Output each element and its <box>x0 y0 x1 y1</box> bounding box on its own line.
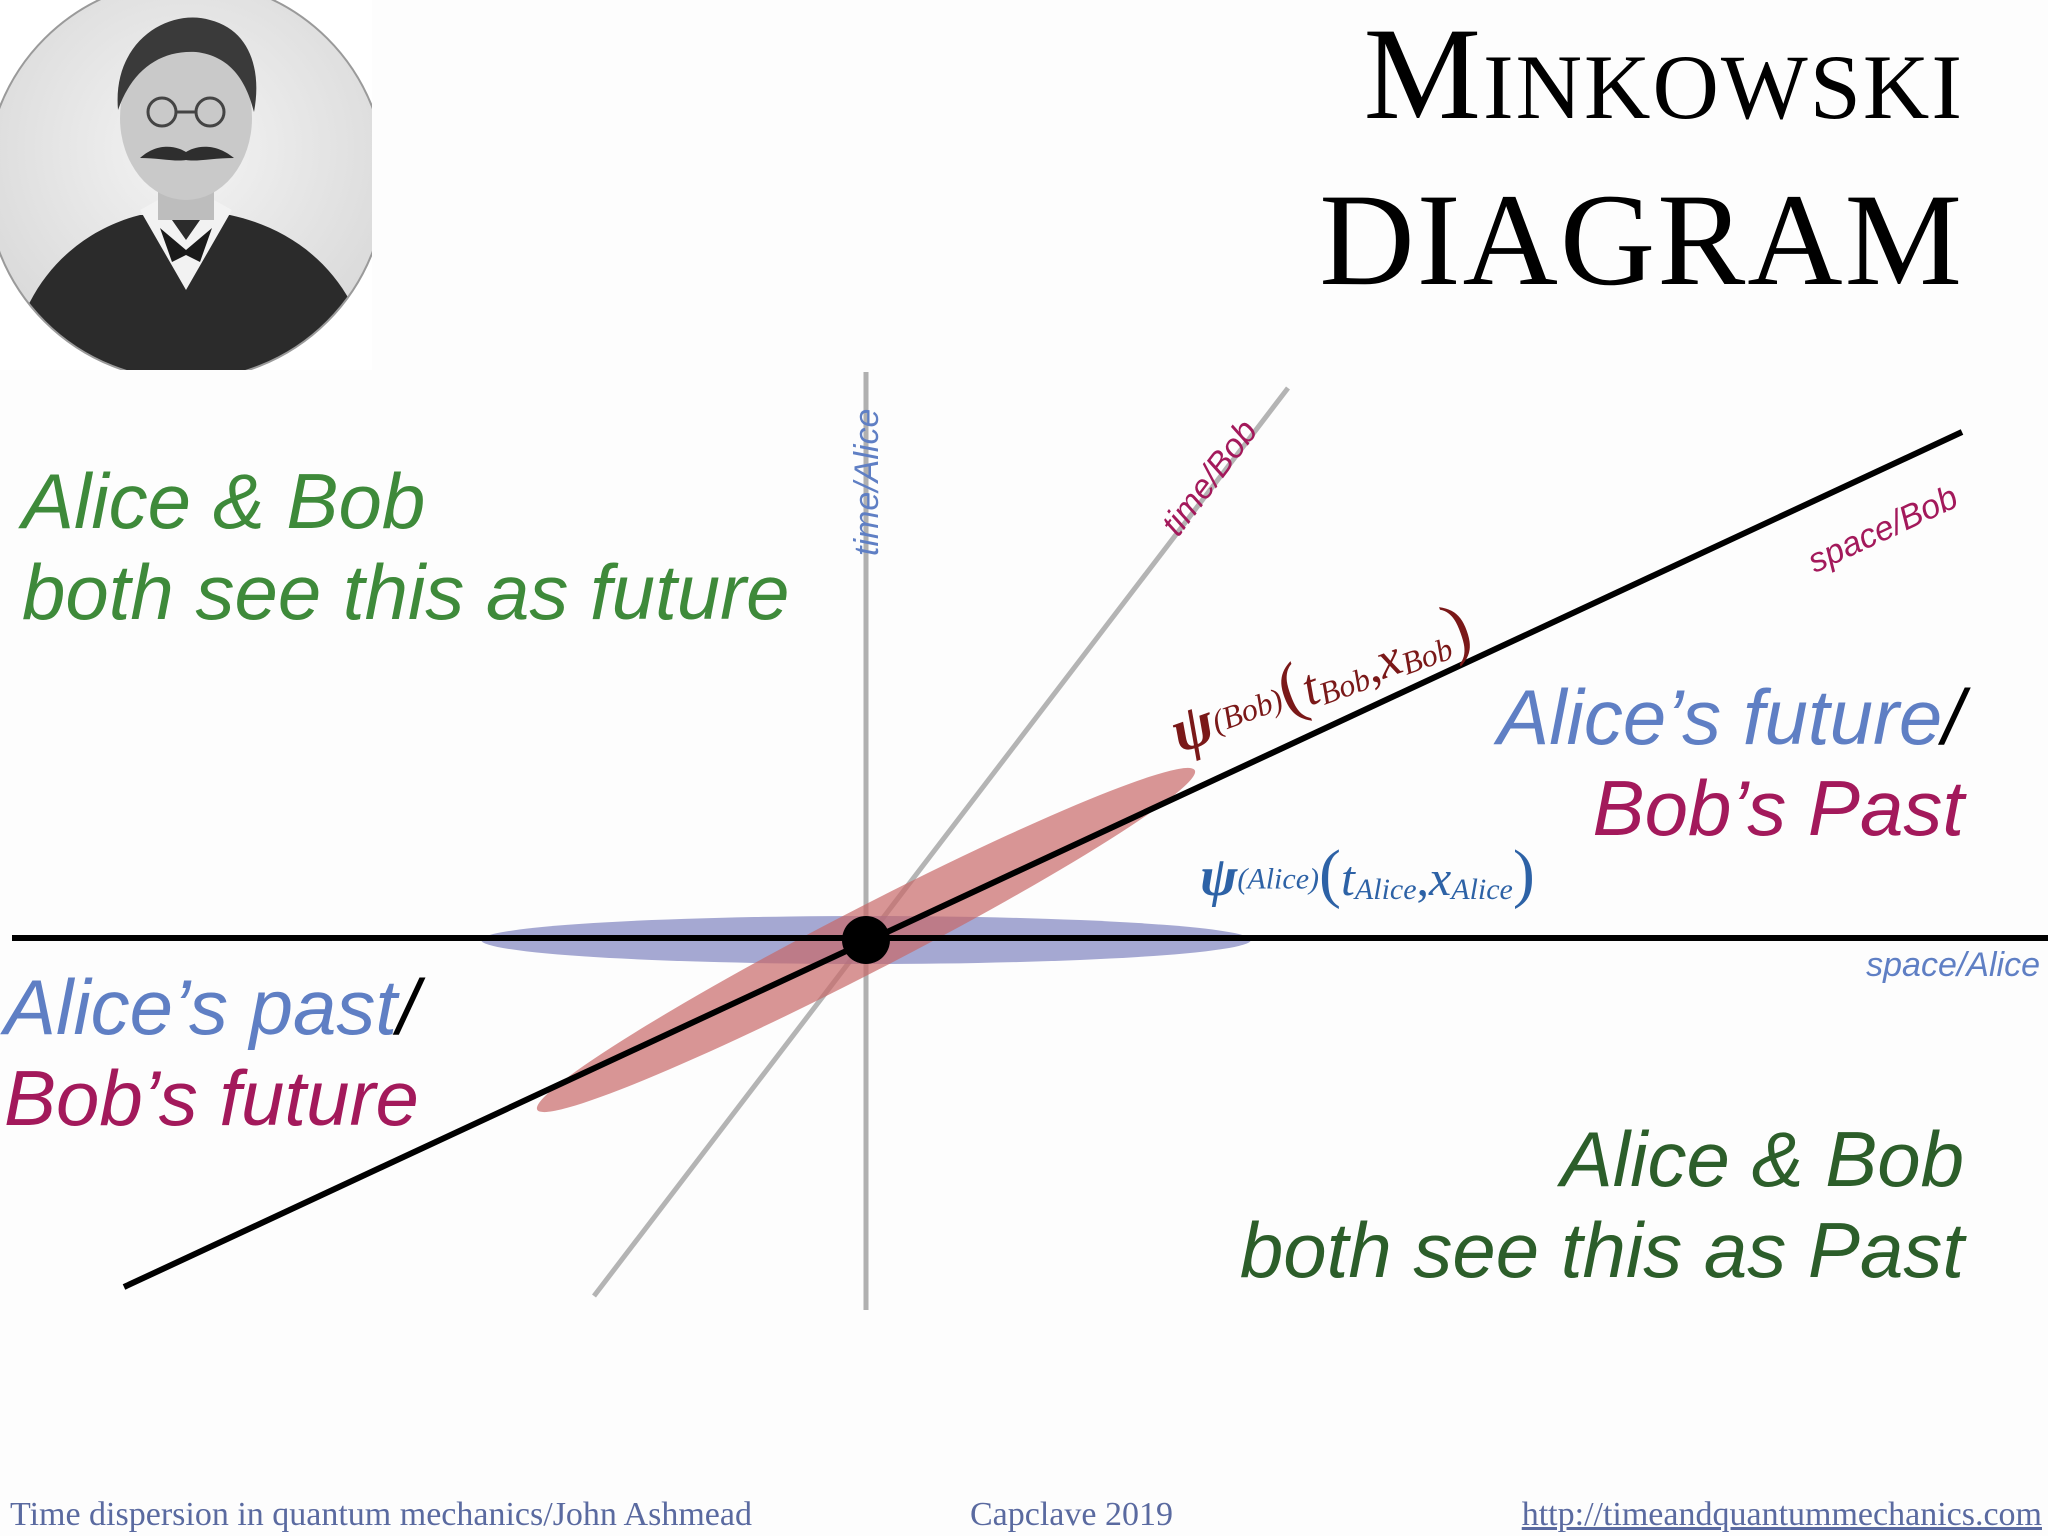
space-bob-axis <box>122 429 1964 1290</box>
footer-link-wrapper: http://timeandquantummechanics.com <box>1522 1496 2042 1534</box>
alice-wavefunction: ψ(Alice)(tAlice,xAlice) <box>1200 837 1535 910</box>
footer-event: Capclave 2019 <box>970 1496 1173 1533</box>
region-past-both-line1: Alice & Bob <box>1560 1115 1964 1203</box>
bob-future-label: Bob’s future <box>4 1054 419 1143</box>
portrait-photo-icon <box>0 0 372 370</box>
page-title: Minkowski DIAGRAM <box>1319 0 1964 306</box>
alice-past-label: Alice’s past <box>4 963 398 1051</box>
slash-label: / <box>397 963 419 1051</box>
region-future-both: Alice & Bob both see this as future <box>22 456 789 639</box>
space-alice-label: space/Alice <box>1866 946 2040 984</box>
slash-label: / <box>1942 673 1964 761</box>
region-past-both-line2: both see this as Past <box>1239 1206 1964 1295</box>
region-past-both: Alice & Bob both see this as Past <box>1240 1114 1964 1297</box>
region-alice-past-bob-future: Alice’s past/ Bob’s future <box>4 962 419 1145</box>
footer-website-link[interactable]: http://timeandquantummechanics.com <box>1521 1496 2042 1533</box>
origin-event <box>842 916 890 964</box>
alice-future-label: Alice’s future <box>1497 673 1943 761</box>
title-line-1: Minkowski <box>1363 0 1964 147</box>
time-bob-axis <box>592 386 1290 1298</box>
region-alice-future-bob-past: Alice’s future/ Bob’s Past <box>1497 672 1964 855</box>
time-alice-label: time/Alice <box>848 408 886 556</box>
footer-presentation-title: Time dispersion in quantum mechanics/Joh… <box>10 1496 752 1533</box>
title-line-2: DIAGRAM <box>1319 166 1964 313</box>
region-future-both-line2: both see this as future <box>22 548 790 637</box>
bob-past-label: Bob’s Past <box>1592 764 1964 853</box>
region-future-both-line1: Alice & Bob <box>22 457 426 545</box>
